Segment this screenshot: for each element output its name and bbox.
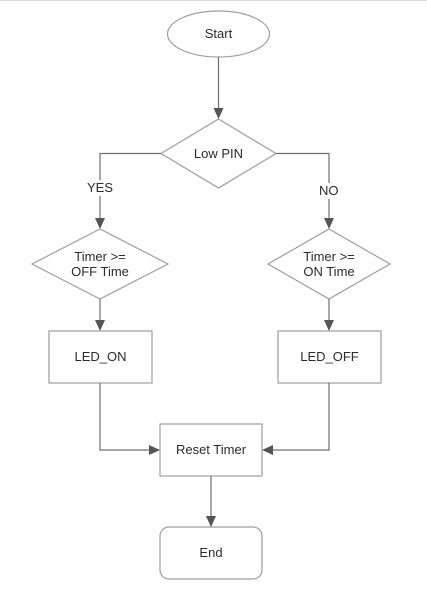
led-off-label: LED_OFF (300, 349, 359, 364)
start-label: Start (204, 26, 233, 41)
led-on-process-shape (48, 330, 153, 384)
arrowhead-ledon-to-reset (149, 445, 160, 455)
led-on-label: LED_ON (74, 349, 127, 364)
connector-ledon-to-reset (99, 383, 151, 451)
arrowhead-start-to-lowpin (213, 108, 224, 119)
arrowhead-timeroff-to-ledon (95, 320, 105, 331)
end-label: End (199, 545, 223, 560)
led-off-process-shape (277, 330, 382, 384)
timer-on-label: Timer >= ON Time (279, 249, 379, 279)
connector-yes (99, 152, 161, 220)
arrowhead-reset-to-end (206, 516, 216, 527)
arrowhead-timeron-to-ledoff (324, 320, 334, 331)
timer-off-label: Timer >= OFF Time (50, 249, 150, 279)
low-pin-decision-shape (159, 118, 278, 189)
yes-edge-label: YES (85, 180, 116, 196)
arrowhead-ledoff-to-reset (262, 445, 273, 455)
connector-ledoff-to-reset (271, 383, 330, 451)
arrowhead-no (324, 218, 334, 229)
no-edge-label: NO (317, 183, 341, 199)
timer-on-label-line2: ON Time (303, 264, 355, 279)
reset-timer-label: Reset Timer (175, 442, 247, 457)
timer-off-label-line1: Timer >= (74, 249, 126, 264)
low-pin-label: Low PIN (193, 146, 244, 161)
arrowhead-yes (95, 218, 105, 229)
timer-on-label-line1: Timer >= (303, 249, 355, 264)
timer-off-label-line2: OFF Time (71, 264, 129, 279)
top-divider (0, 0, 427, 1)
